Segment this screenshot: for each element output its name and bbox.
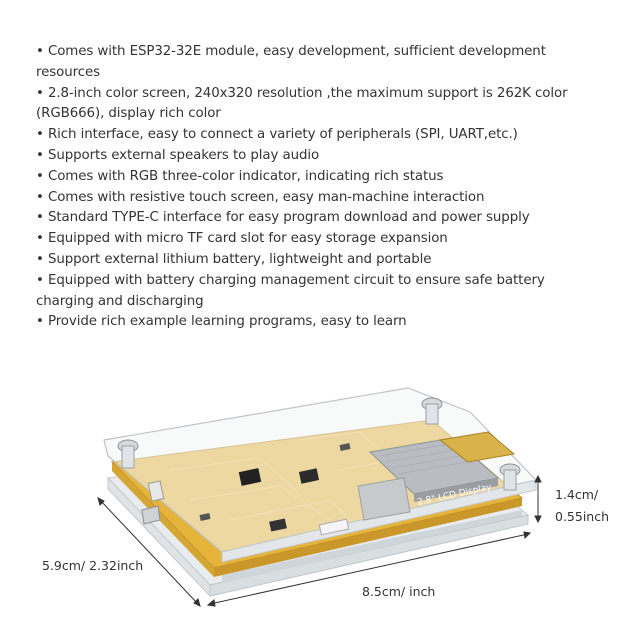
feature-list: • Comes with ESP32-32E module, easy deve…	[36, 42, 596, 333]
feature-line: • Standard TYPE-C interface for easy pro…	[36, 210, 530, 226]
feature-line: resources	[36, 64, 100, 80]
module-texture	[379, 441, 479, 475]
screws	[117, 397, 521, 491]
height-dimension-label: 1.4cm/ 0.55inch	[555, 484, 609, 528]
width-dimension-line	[99, 499, 199, 605]
width-dimension-label: 5.9cm/ 2.32inch	[42, 558, 144, 573]
arrow-right-icon	[523, 531, 532, 540]
esp32-module-edge	[414, 478, 498, 502]
antenna-area	[438, 431, 516, 463]
dimension-lines	[97, 474, 542, 607]
arrow-up-icon	[534, 474, 542, 483]
length-dimension-line	[209, 533, 529, 605]
feature-line: • Comes with resistive touch screen, eas…	[36, 189, 485, 205]
tf-card-slot	[357, 477, 411, 521]
feature-line: • 2.8-inch color screen, 240x320 resolut…	[36, 85, 568, 101]
feature-line: • Supports external speakers to play aud…	[36, 147, 320, 163]
arrow-down-right-icon	[193, 598, 201, 607]
arrow-left-icon	[206, 599, 216, 607]
feature-line: • Support external lithium battery, ligh…	[36, 251, 432, 267]
feature-line: • Equipped with battery charging managem…	[36, 272, 545, 288]
top-plate-edge	[221, 479, 537, 563]
bottom-plate-side	[107, 476, 211, 598]
length-dimension-label: 8.5cm/ inch	[362, 584, 436, 599]
height-metric: 1.4cm/	[555, 487, 599, 502]
height-imperial: 0.55inch	[555, 509, 610, 524]
feature-line: • Comes with RGB three-color indicator, …	[36, 168, 444, 184]
arrow-down-icon	[534, 515, 542, 524]
light-strip	[222, 510, 522, 583]
feature-line: • Rich interface, easy to connect a vari…	[36, 127, 518, 143]
feature-line: • Comes with ESP32-32E module, easy deve…	[36, 44, 546, 59]
feature-line: charging and discharging	[36, 293, 204, 309]
feature-line: • Equipped with micro TF card slot for e…	[36, 231, 448, 247]
arrow-up-left-icon	[97, 497, 105, 506]
type-c-port	[141, 505, 161, 525]
feature-line: (RGB666), display rich color	[36, 106, 221, 122]
pcb-edge	[214, 498, 522, 577]
pcb-side	[112, 462, 214, 577]
feature-line: • Provide rich example learning programs…	[36, 314, 407, 330]
pcb-components	[147, 443, 351, 536]
